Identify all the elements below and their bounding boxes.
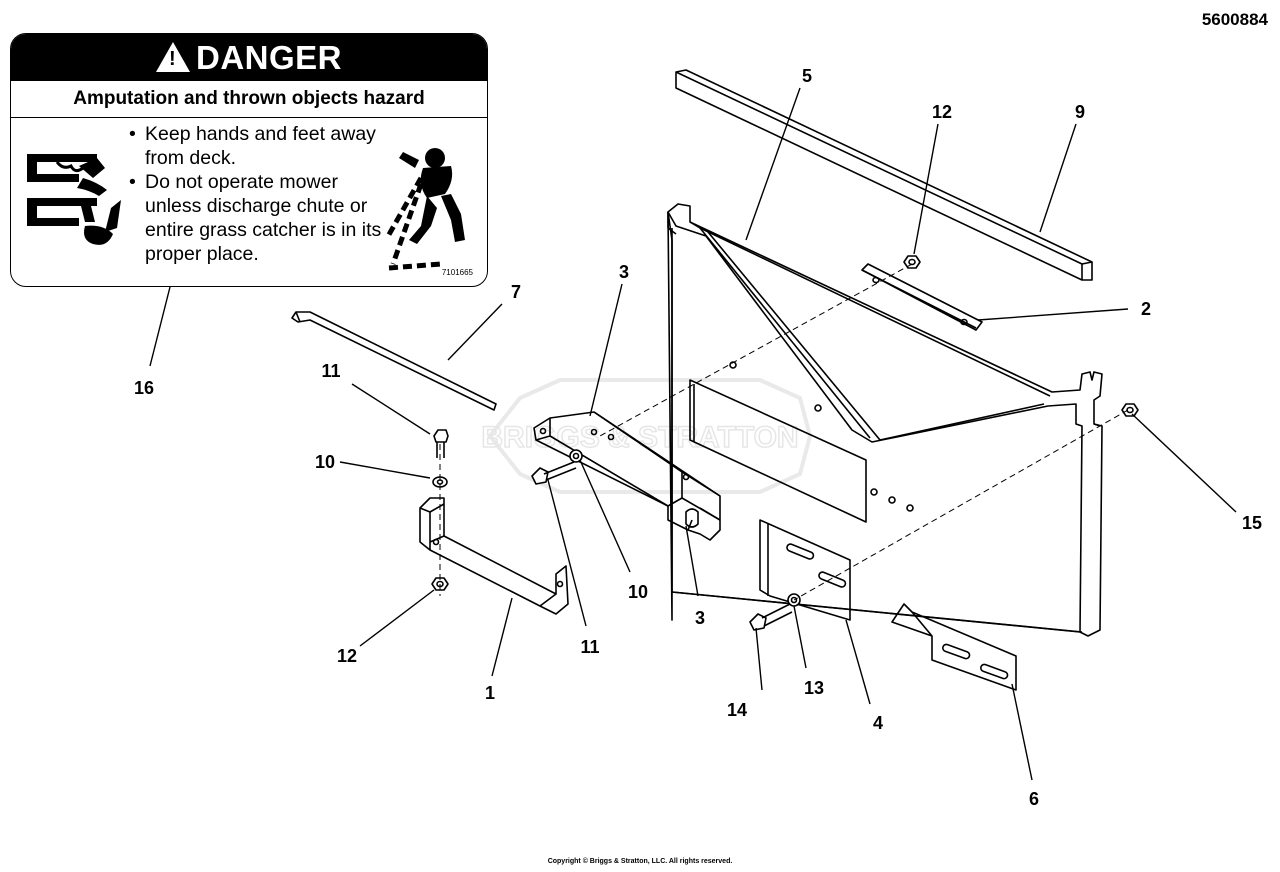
document-number: 5600884 — [1201, 10, 1268, 29]
callout-4: 4 — [873, 713, 883, 733]
copyright-notice: Copyright © Briggs & Stratton, LLC. All … — [547, 858, 733, 865]
part-14-bolt — [749, 603, 793, 631]
part-1-hook-bracket — [419, 497, 569, 615]
part-4-slotted-plate — [759, 519, 851, 621]
callout-5: 5 — [802, 66, 812, 86]
decal-instruction: Keep hands and feet away from deck. — [129, 122, 385, 170]
callout-labels: 5 12 9 3 7 2 16 11 10 15 10 3 11 12 1 13… — [134, 66, 1262, 809]
part-6-bracket — [891, 603, 1017, 691]
callout-11: 11 — [321, 361, 340, 381]
watermark: BRIGGS & STRATTON — [481, 378, 813, 494]
decal-pictograms — [27, 148, 465, 271]
decal-subheader: Amputation and thrown objects hazard — [11, 81, 487, 118]
callout-6: 6 — [1029, 789, 1039, 809]
callout-10-middle: 10 — [628, 582, 648, 602]
warning-triangle-icon — [155, 41, 190, 72]
foot-in-deck-icon — [27, 198, 121, 245]
part-9-weight-bar — [675, 69, 1093, 281]
part-3-bracket — [533, 411, 721, 541]
callout-14: 14 — [727, 700, 747, 720]
callout-12: 12 — [932, 102, 952, 122]
decal-body: Keep hands and feet away from deck. Do n… — [11, 118, 487, 283]
callout-3-lower: 3 — [695, 608, 705, 628]
decal-instruction: Do not operate mower unless discharge ch… — [129, 170, 385, 266]
hand-in-deck-icon — [27, 154, 107, 196]
decal-instructions: Keep hands and feet away from deck. Do n… — [129, 122, 385, 266]
watermark-text: BRIGGS & STRATTON — [481, 421, 798, 454]
callout-11-middle: 11 — [580, 637, 599, 657]
leader-lines — [149, 87, 1237, 781]
decal-code: 7101665 — [441, 268, 473, 277]
callout-16: 16 — [134, 378, 154, 398]
decal-header: DANGER — [11, 34, 487, 81]
callout-12-lower: 12 — [337, 646, 357, 666]
part-11-bolt-middle — [531, 461, 577, 485]
assembly-lines — [439, 263, 1129, 601]
part-2-strap — [861, 263, 983, 331]
danger-decal: DANGER Amputation and thrown objects haz… — [10, 33, 488, 287]
part-10-washer-middle — [569, 449, 583, 463]
callout-10: 10 — [315, 452, 335, 472]
part-12-nut-upper — [903, 255, 921, 269]
callout-3: 3 — [619, 262, 629, 282]
callout-7: 7 — [511, 282, 521, 302]
callout-1: 1 — [485, 683, 495, 703]
part-11-bolt-left — [433, 429, 449, 458]
callout-2: 2 — [1141, 299, 1151, 319]
thrown-objects-person-icon — [384, 148, 465, 271]
callout-15: 15 — [1242, 513, 1262, 533]
part-15-nut-right — [1121, 403, 1139, 417]
part-5-mount-panel — [667, 203, 1103, 637]
callout-9: 9 — [1075, 102, 1085, 122]
decal-header-text: DANGER — [195, 38, 342, 76]
part-7-rod — [291, 311, 497, 411]
callout-13: 13 — [804, 678, 824, 698]
